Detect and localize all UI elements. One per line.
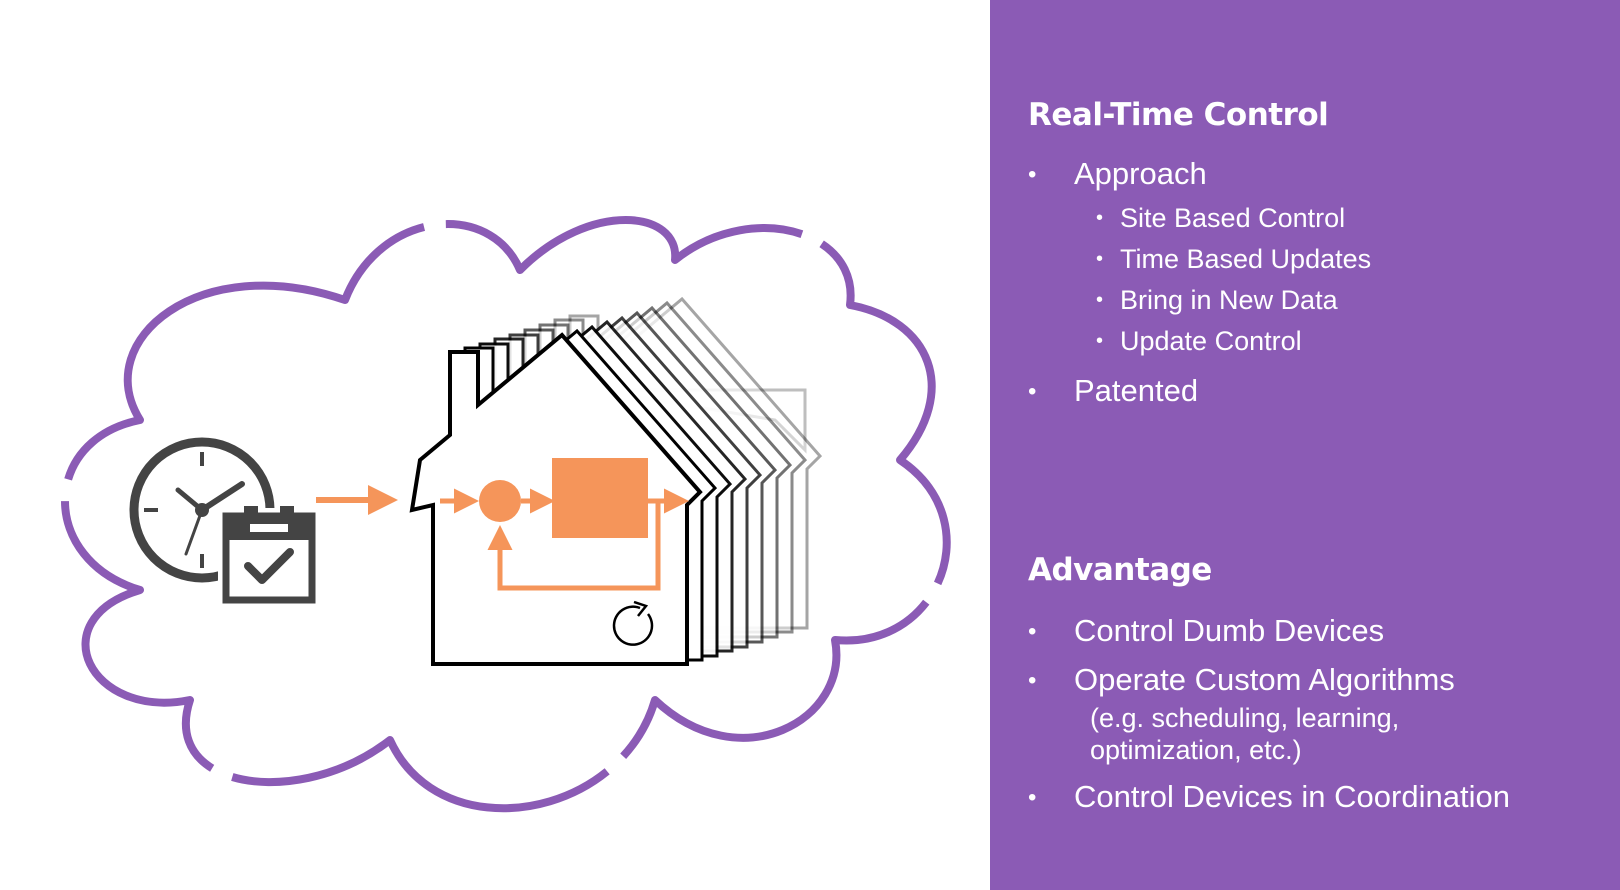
algorithms-label: Operate Custom Algorithms	[1074, 662, 1455, 698]
refresh-icon	[612, 600, 654, 646]
list-item: Control Devices in Coordination	[1028, 778, 1510, 818]
list-item: Patented	[1028, 372, 1371, 412]
list-item: Site Based Control	[1074, 198, 1371, 239]
advantage-list: Control Dumb Devices Operate Custom Algo…	[1028, 612, 1510, 828]
list-item: Operate Custom Algorithms (e.g. scheduli…	[1028, 661, 1510, 766]
realtime-heading: Real-Time Control	[1028, 97, 1329, 133]
list-item: Approach Site Based Control Time Based U…	[1028, 155, 1371, 362]
controller-block	[552, 458, 648, 538]
cloud-diagram	[61, 216, 951, 813]
algorithms-note: (e.g. scheduling, learning, optimization…	[1090, 703, 1400, 766]
cloud-outline	[61, 216, 951, 813]
list-item: Bring in New Data	[1074, 280, 1371, 321]
control-loop	[440, 458, 689, 591]
list-item: Time Based Updates	[1074, 239, 1371, 280]
approach-sublist: Site Based Control Time Based Updates Br…	[1074, 198, 1371, 362]
info-panel: Real-Time Control Approach Site Based Co…	[990, 0, 1620, 890]
summing-junction	[479, 480, 521, 522]
list-item: Control Dumb Devices	[1028, 612, 1510, 652]
list-item: Update Control	[1074, 321, 1371, 362]
realtime-list: Approach Site Based Control Time Based U…	[1028, 155, 1371, 412]
approach-label: Approach	[1074, 156, 1207, 191]
calendar-check-icon	[218, 506, 318, 606]
advantage-heading: Advantage	[1028, 552, 1212, 588]
